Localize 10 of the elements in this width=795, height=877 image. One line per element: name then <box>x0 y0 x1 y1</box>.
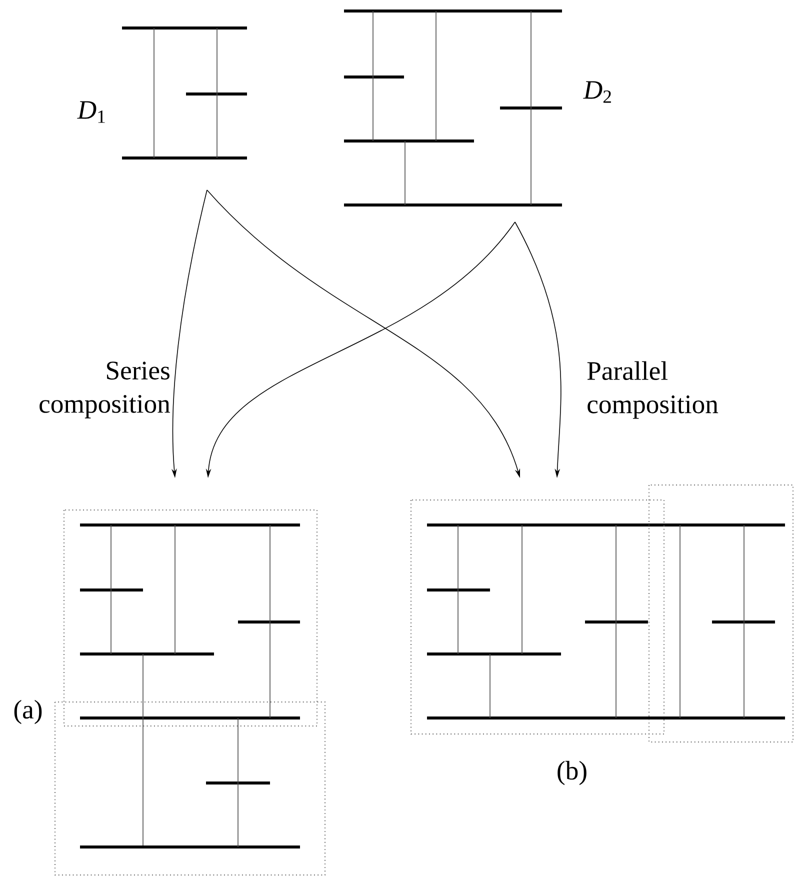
panel-label: (b) <box>558 760 586 786</box>
edge-label: Parallel composition <box>587 361 718 419</box>
ladder-drawing <box>410 484 794 742</box>
edge-label: Series composition <box>40 362 170 418</box>
ladder-drawing <box>344 10 562 206</box>
ladder-drawing <box>54 510 326 876</box>
diagram-label: D$_{2}$ <box>583 81 611 103</box>
panel-label: (a) <box>14 700 42 724</box>
ladder-drawing <box>122 26 247 160</box>
diagram-label: D$_{1}$ <box>77 101 105 123</box>
